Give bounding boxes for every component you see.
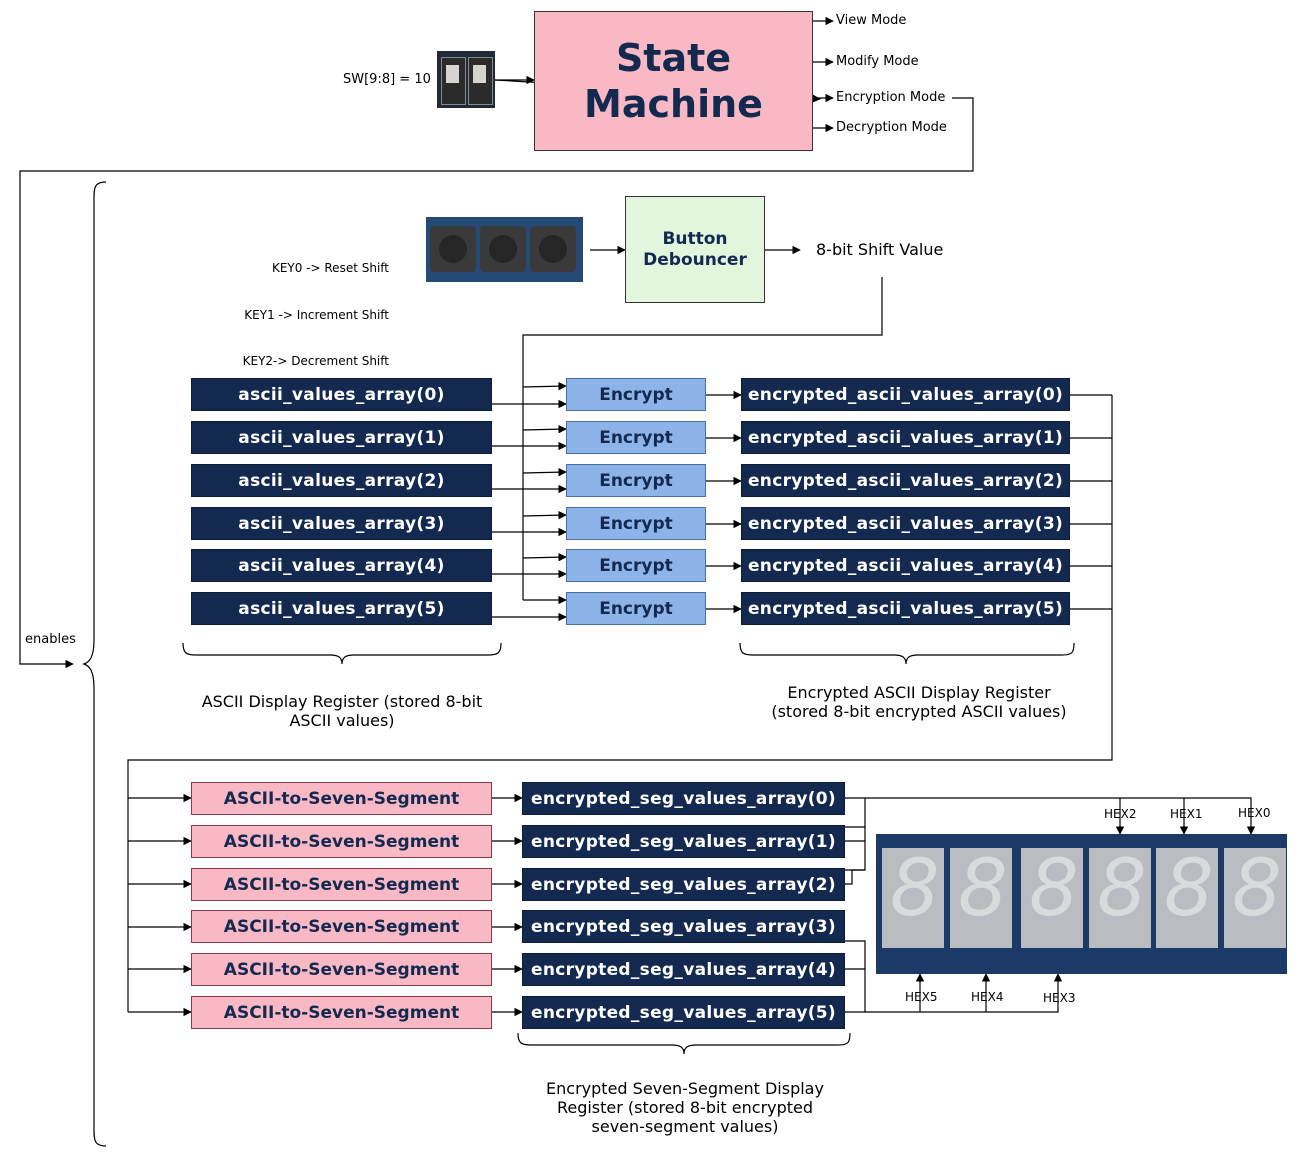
converter-block-5: ASCII-to-Seven-Segment [191, 996, 492, 1029]
encrypted-register-3: encrypted_ascii_values_array(3) [741, 507, 1070, 540]
hex0-label: HEX0 [1238, 806, 1271, 820]
seven-segment-display-image: 8 8 8 8 8 8 [876, 834, 1287, 974]
ascii-register-4: ascii_values_array(4) [191, 549, 492, 582]
pushbuttons-image [426, 217, 583, 282]
output-decryption-mode: Decryption Mode [836, 120, 947, 135]
encrypt-block-3: Encrypt [566, 507, 706, 540]
converter-block-1: ASCII-to-Seven-Segment [191, 825, 492, 858]
converter-block-3: ASCII-to-Seven-Segment [191, 910, 492, 943]
encrypt-block-0: Encrypt [566, 378, 706, 411]
ascii-register-2: ascii_values_array(2) [191, 464, 492, 497]
seg-register-4: encrypted_seg_values_array(4) [522, 953, 845, 986]
encrypt-block-5: Encrypt [566, 592, 706, 625]
hex1-label: HEX1 [1170, 807, 1203, 821]
seg-register-5: encrypted_seg_values_array(5) [522, 996, 845, 1029]
encrypted-register-caption: Encrypted ASCII Display Register (stored… [771, 683, 1067, 721]
ascii-register-5: ascii_values_array(5) [191, 592, 492, 625]
encrypt-block-4: Encrypt [566, 549, 706, 582]
output-encryption-mode: Encryption Mode [836, 90, 946, 105]
encrypted-register-1: encrypted_ascii_values_array(1) [741, 421, 1070, 454]
encrypt-block-1: Encrypt [566, 421, 706, 454]
key0-mapping: KEY0 -> Reset Shift [271, 261, 389, 275]
seg-register-2: encrypted_seg_values_array(2) [522, 868, 845, 901]
shift-value-label: 8-bit Shift Value [816, 240, 944, 259]
hex2-label: HEX2 [1104, 807, 1137, 821]
enables-label: enables [25, 632, 76, 647]
key1-mapping: KEY1 -> Increment Shift [244, 307, 389, 322]
ascii-register-1: ascii_values_array(1) [191, 421, 492, 454]
converter-block-4: ASCII-to-Seven-Segment [191, 953, 492, 986]
seg-register-caption: Encrypted Seven-Segment Display Register… [546, 1079, 824, 1136]
switch-label: SW[9:8] = 10 [343, 72, 431, 87]
ascii-register-caption: ASCII Display Register (stored 8-bit ASC… [201, 692, 483, 730]
converter-block-2: ASCII-to-Seven-Segment [191, 868, 492, 901]
encrypted-register-4: encrypted_ascii_values_array(4) [741, 549, 1070, 582]
encrypt-block-2: Encrypt [566, 464, 706, 497]
seg-register-1: encrypted_seg_values_array(1) [522, 825, 845, 858]
seg-register-3: encrypted_seg_values_array(3) [522, 910, 845, 943]
ascii-register-0: ascii_values_array(0) [191, 378, 492, 411]
key2-mapping: KEY2-> Decrement Shift [242, 354, 389, 368]
state-machine-block: State Machine [534, 11, 813, 151]
output-modify-mode: Modify Mode [836, 54, 919, 69]
seg-register-0: encrypted_seg_values_array(0) [522, 782, 845, 815]
button-debouncer-block: Button Debouncer [625, 196, 765, 303]
hex3-label: HEX3 [1043, 991, 1076, 1005]
encrypted-register-5: encrypted_ascii_values_array(5) [741, 592, 1070, 625]
hex5-label: HEX5 [905, 990, 938, 1004]
button-debouncer-label: Button Debouncer [643, 228, 747, 270]
switch-image [437, 51, 495, 108]
hex4-label: HEX4 [971, 990, 1004, 1004]
state-machine-title: State Machine [584, 36, 763, 126]
converter-block-0: ASCII-to-Seven-Segment [191, 782, 492, 815]
encrypted-register-2: encrypted_ascii_values_array(2) [741, 464, 1070, 497]
output-view-mode: View Mode [836, 13, 907, 28]
ascii-register-3: ascii_values_array(3) [191, 507, 492, 540]
encrypted-register-0: encrypted_ascii_values_array(0) [741, 378, 1070, 411]
key-mapping-text: KEY0 -> Reset Shift KEY1 -> Increment Sh… [218, 230, 389, 385]
